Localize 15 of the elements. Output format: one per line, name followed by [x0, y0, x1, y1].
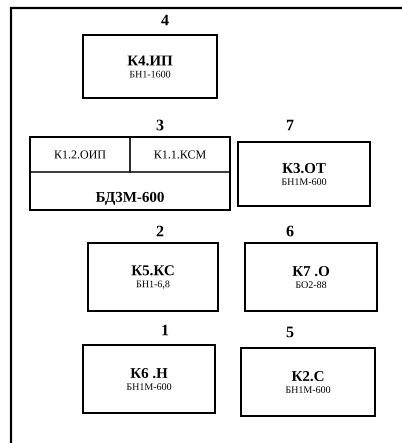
position-number: 6 [286, 226, 294, 236]
equipment-box: К4.ИП БН1-1600 [82, 34, 218, 99]
cell: К1.1.КСМ [129, 136, 231, 173]
equipment-box: К5.КС БН1-6,8 [87, 242, 219, 312]
position-number: 7 [286, 120, 294, 130]
position-number: 5 [286, 326, 294, 338]
equipment-box: К6 .Н БН1М-600 [82, 344, 216, 414]
position-number: 3 [156, 120, 164, 130]
equipment-box: К2.С БН1М-600 [240, 347, 376, 417]
equipment-box: К3.ОТ БН1М-600 [237, 141, 371, 207]
position-number: 4 [161, 14, 169, 26]
equipment-box: К7 .О БО2-88 [244, 242, 378, 312]
cell: К1.2.ОИП [29, 136, 131, 173]
position-number: 1 [162, 324, 168, 336]
position-number: 2 [156, 226, 164, 236]
